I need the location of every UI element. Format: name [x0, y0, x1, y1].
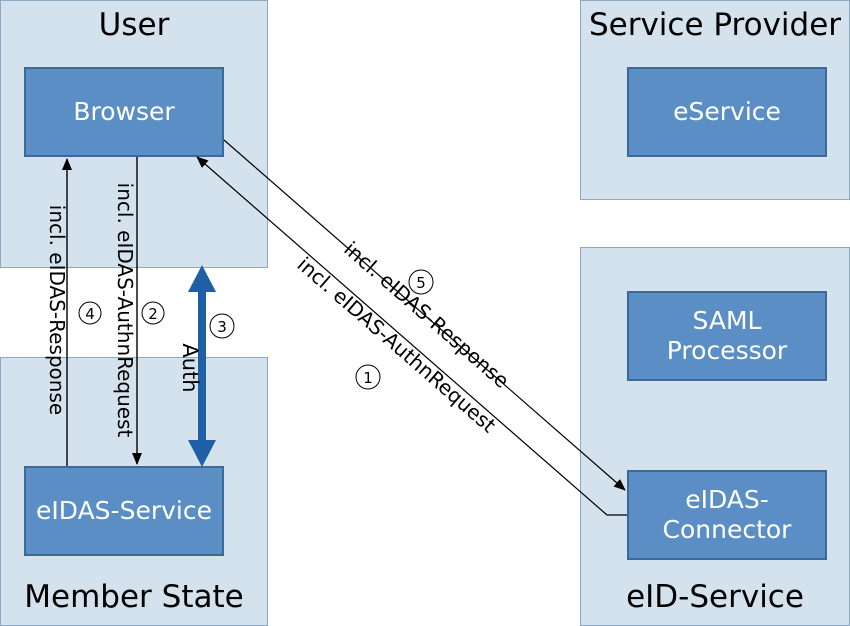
step4-number: 4 — [85, 305, 95, 323]
eid-service-panel-title: eID-Service — [626, 579, 804, 615]
arrow-step1 — [196, 156, 627, 516]
user-panel-title: User — [98, 7, 170, 43]
arrow-step5 — [223, 139, 626, 491]
step2-label: incl. eIDAS-AuthnRequest — [113, 183, 137, 438]
connector-label-line2: Connector — [662, 515, 792, 544]
step3-number-circle: 3 — [209, 313, 235, 339]
connector-label-line1: eIDAS- — [685, 485, 769, 514]
saml-label-line2: Processor — [666, 336, 788, 365]
service-provider-panel-title: Service Provider — [588, 7, 842, 43]
browser-box: Browser — [24, 67, 224, 157]
eservice-label: eService — [673, 97, 781, 126]
step2-number-circle: 2 — [141, 301, 165, 325]
browser-label: Browser — [73, 97, 175, 126]
step1-number: 1 — [363, 369, 373, 387]
step2-number: 2 — [148, 305, 158, 323]
step5-number-circle: 5 — [408, 269, 434, 295]
eservice-box: eService — [627, 67, 827, 157]
saml-processor-box: SAML Processor — [627, 291, 827, 381]
member-state-panel-title: Member State — [24, 579, 244, 615]
arrow-step3-head-up — [188, 265, 216, 292]
step5-number: 5 — [416, 274, 426, 292]
saml-label-line1: SAML — [692, 306, 762, 335]
step3-label: Auth — [178, 343, 202, 392]
eidas-service-label: eIDAS-Service — [36, 496, 212, 525]
eidas-service-box: eIDAS-Service — [24, 466, 224, 556]
eidas-connector-box: eIDAS- Connector — [627, 470, 827, 560]
step4-number-circle: 4 — [78, 301, 102, 325]
step4-label: incl. eIDAS-Response — [45, 205, 69, 415]
arrow-step3-head-down — [188, 440, 216, 467]
step3-number: 3 — [217, 318, 227, 336]
step1-number-circle: 1 — [355, 364, 381, 390]
